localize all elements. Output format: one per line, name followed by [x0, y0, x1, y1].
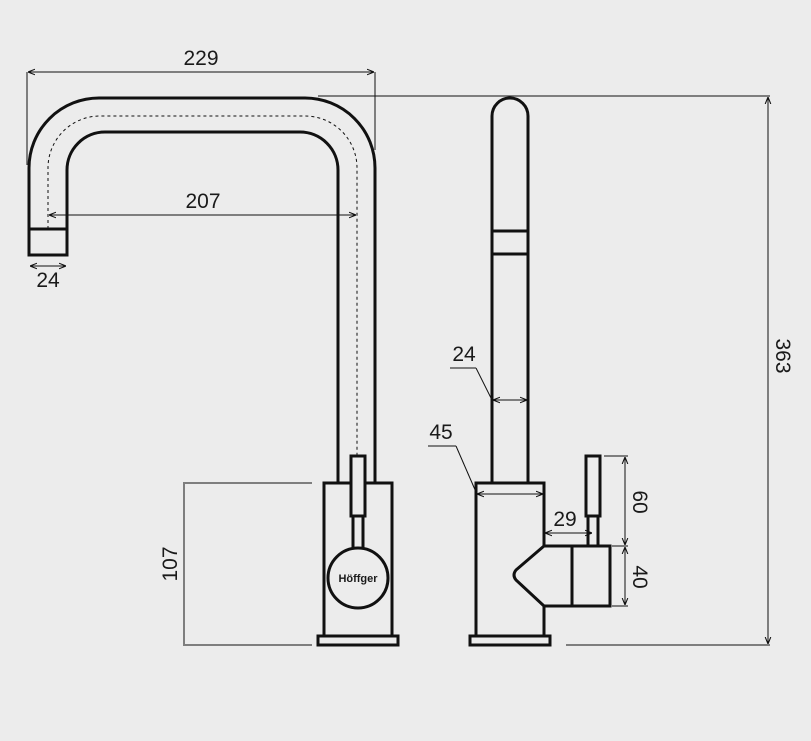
- side-dimensions: 363 24 45 29 60 40: [318, 95, 794, 646]
- front-view: Höffger: [27, 96, 400, 647]
- side-base-plate: [468, 634, 552, 647]
- lever: [349, 454, 367, 518]
- lever-stem: [351, 516, 365, 548]
- spout-centerline: [47, 115, 358, 483]
- dim-spout-diameter: 24: [452, 343, 476, 366]
- spout-tip: [27, 227, 69, 257]
- dim-total-height: 363: [771, 338, 794, 373]
- dim-body-height: 107: [159, 546, 182, 581]
- handle-block: [570, 544, 612, 608]
- dim-lever-offset: 29: [553, 508, 576, 531]
- dim-spout-tip-width: 24: [36, 269, 60, 292]
- dim-inner-reach: 207: [185, 190, 220, 213]
- spout-tube: [490, 96, 530, 483]
- side-view: [468, 96, 612, 647]
- spout-inner-outline: [65, 130, 340, 483]
- brand-label: Höffger: [338, 573, 378, 585]
- aerator-band: [490, 229, 530, 256]
- side-lever: [584, 454, 602, 518]
- handle-wedge: [512, 544, 576, 608]
- dim-overall-width: 229: [183, 47, 218, 70]
- spout-outer-outline: [27, 96, 377, 483]
- side-lever-stem: [586, 516, 600, 546]
- dim-handle-height: 40: [628, 565, 651, 588]
- dim-lever-height: 60: [628, 490, 651, 513]
- dim-body-width: 45: [429, 421, 452, 444]
- front-dimensions: 229 207 24 107: [26, 47, 376, 646]
- base-plate: [316, 634, 400, 647]
- brand-medallion: [326, 546, 390, 610]
